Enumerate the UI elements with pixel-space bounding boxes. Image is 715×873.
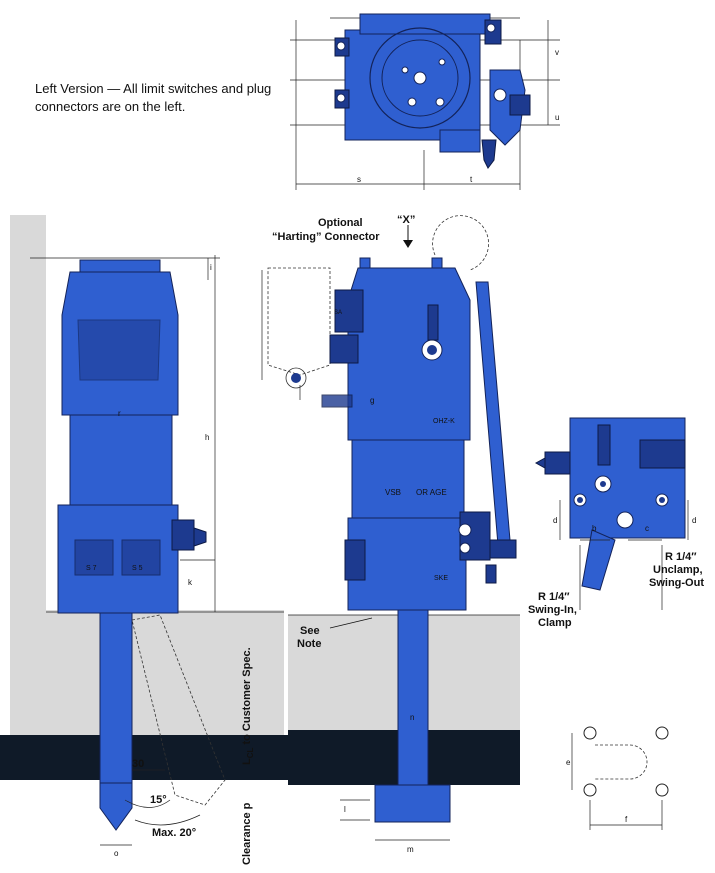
top-view: s t u v (290, 13, 560, 190)
port-b-line1: R 1/4″ (665, 551, 697, 563)
dim-l: l (344, 805, 346, 814)
dim-e: e (566, 758, 571, 767)
optional-connector-line2: “Harting” Connector (272, 231, 380, 243)
dim-g: g (370, 396, 374, 405)
lcl-label: LCL to Customer Spec. (241, 647, 255, 765)
dim-k: k (188, 578, 193, 587)
see-note-line2: Note (297, 638, 321, 650)
dim-u: u (555, 113, 559, 122)
mark-ske: SKE (434, 575, 448, 582)
mark-vsb: VSB (385, 488, 401, 497)
angle-15: 15° (150, 794, 167, 806)
mark-s7: S 7 (86, 565, 97, 572)
mark-or-age: OR AGE (416, 488, 447, 497)
see-note-line1: See (300, 625, 320, 637)
left-side-view: S 7 S 5 r h i k o 30 15° Max. 20° LCL to… (0, 215, 290, 865)
dim-m: m (407, 845, 414, 854)
caption: Left Version — All limit switches and pl… (35, 81, 272, 114)
view-x-label: “X” (397, 214, 415, 226)
clearance-label: Clearance p (241, 802, 253, 865)
dim-d-right: d (692, 516, 696, 525)
mark-s5: S 5 (132, 565, 143, 572)
dim-d-left: d (553, 516, 557, 525)
dim-o: o (114, 849, 119, 858)
port-b-line3: Swing-Out (649, 577, 704, 589)
optional-connector-line1: Optional (318, 217, 363, 229)
bolt-pattern-view: e f (566, 726, 669, 830)
port-a-line2: Swing-In, (528, 604, 577, 616)
dim-t: t (470, 175, 473, 184)
mark-sa: SA (334, 310, 342, 316)
angle-30: 30 (132, 758, 144, 770)
dim-n: n (410, 713, 414, 722)
angle-max: Max. 20° (152, 827, 196, 839)
port-a-line3: Clamp (538, 617, 572, 629)
dim-i: i (210, 263, 212, 272)
port-b-line2: Unclamp, (653, 564, 703, 576)
dim-h: h (205, 433, 209, 442)
dim-r: r (118, 409, 121, 418)
dim-b: b (592, 524, 597, 533)
front-view: VSB OR AGE OHZ-K SKE SA g n m l Optional… (261, 214, 520, 854)
dim-c: c (645, 524, 649, 533)
dim-v: v (555, 48, 559, 57)
dim-f: f (625, 815, 628, 824)
port-detail-view: d d b c R 1/4″ Swing-In, Clamp R 1/4″ Un… (528, 417, 704, 629)
dim-s: s (357, 175, 361, 184)
mark-ohzk: OHZ-K (433, 418, 455, 425)
port-a-line1: R 1/4″ (538, 591, 570, 603)
